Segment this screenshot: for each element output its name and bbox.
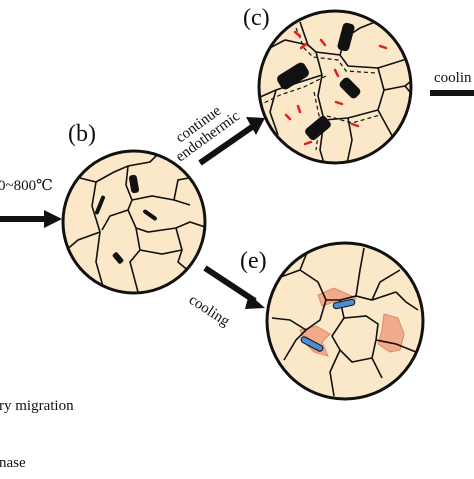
rod-precipitate-icon	[339, 77, 361, 99]
cooling-label-right: coolin	[434, 70, 472, 86]
cooling-label-lower: cooling	[186, 292, 233, 330]
panel-c-circle	[257, 9, 413, 165]
arrow-left-to-b	[0, 210, 62, 228]
red-marks-c	[284, 30, 388, 146]
legend-phase-text: nase	[0, 455, 26, 471]
rod-precipitate-icon	[305, 115, 331, 141]
panel-label-e: (e)	[240, 248, 267, 274]
temperature-label: 0~800℃	[0, 178, 53, 194]
blue-precipitate	[332, 298, 356, 310]
rod-precipitate-icon	[143, 209, 157, 221]
panel-label-b: (b)	[68, 121, 96, 147]
rod-precipitate-icon	[277, 62, 309, 90]
rod-precipitate-icon	[112, 252, 124, 264]
blue-precipitate	[300, 336, 324, 352]
rod-precipitate-icon	[95, 195, 105, 215]
rod-precipitate-icon	[128, 174, 140, 194]
legend-migration-text: ry migration	[0, 398, 74, 414]
panel-b-circle	[61, 149, 207, 295]
arrow-b-to-c	[198, 117, 265, 166]
rod-precipitate-icon	[337, 22, 355, 52]
grain-boundaries-e	[271, 247, 419, 397]
precipitates-c	[277, 22, 361, 141]
panel-label-c: (c)	[243, 5, 270, 31]
arrow-b-to-e	[203, 265, 265, 309]
panel-e-circle	[265, 241, 425, 401]
precipitates-b	[95, 174, 157, 264]
blue-phase-marks	[300, 298, 356, 352]
